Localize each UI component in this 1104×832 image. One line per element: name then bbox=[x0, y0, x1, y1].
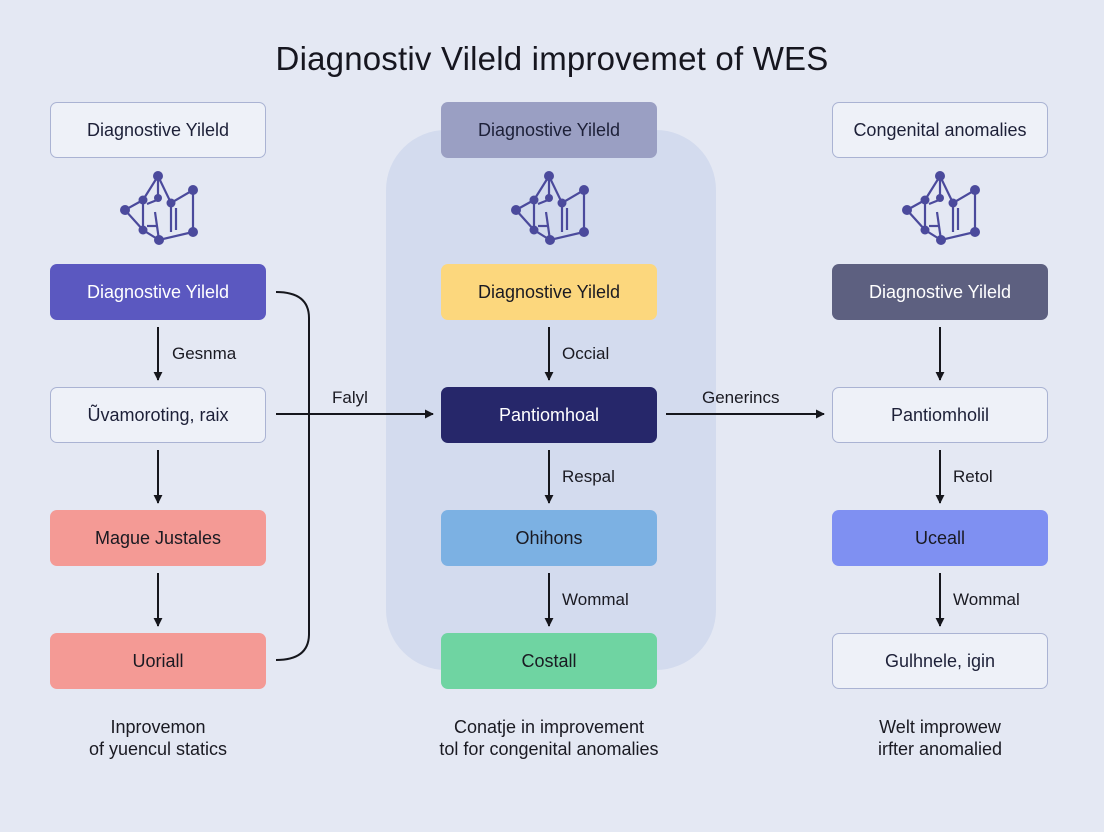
right-arrow-label-1: Retol bbox=[953, 467, 993, 486]
middle-node-1-label: Diagnostive Yileld bbox=[477, 281, 621, 302]
left-header-label: Diagnostive Yileld bbox=[86, 119, 230, 140]
right-node-4: Gulhnele, igin bbox=[832, 633, 1048, 689]
middle-node-2-label: Pantiomhoal bbox=[498, 404, 600, 425]
left-caption-line-2: of yuencul statics bbox=[88, 739, 228, 759]
left-node-4: Uoriall bbox=[50, 633, 266, 689]
middle-node-4: Costall bbox=[441, 633, 657, 689]
right-caption-line-1: Welt improwew bbox=[879, 717, 1001, 737]
left-caption: Inprovemon of yuencul statics bbox=[8, 716, 308, 760]
left-node-3: Mague Justales bbox=[50, 510, 266, 566]
right-arrow-label-2: Wommal bbox=[953, 590, 1020, 609]
left-node-3-label: Mague Justales bbox=[94, 527, 222, 548]
right-node-3: Uceall bbox=[832, 510, 1048, 566]
middle-node-4-label: Costall bbox=[521, 650, 577, 671]
left-arrow-label-1: Gesnma bbox=[172, 344, 237, 363]
middle-caption-line-2: tol for congenital anomalies bbox=[439, 739, 659, 759]
molecule-icon bbox=[902, 171, 980, 245]
left-bracket bbox=[275, 291, 310, 661]
left-header-box: Diagnostive Yileld bbox=[50, 102, 266, 158]
left-node-1-label: Diagnostive Yileld bbox=[86, 281, 230, 302]
right-header-box: Congenital anomalies bbox=[832, 102, 1048, 158]
right-node-1: Diagnostive Yileld bbox=[832, 264, 1048, 320]
diagram-title: Diagnostiv Vileld improvemet of WES bbox=[275, 40, 829, 77]
left-node-4-label: Uoriall bbox=[132, 650, 184, 671]
right-header-label: Congenital anomalies bbox=[853, 119, 1027, 140]
left-node-2: Ũvamoroting, raix bbox=[50, 387, 266, 443]
right-node-4-label: Gulhnele, igin bbox=[884, 650, 996, 671]
middle-caption-line-1: Conatje in improvement bbox=[453, 717, 645, 737]
middle-arrow-label-1: Occial bbox=[562, 344, 610, 363]
middle-arrow-label-2: Respal bbox=[562, 467, 615, 486]
right-node-2: Pantiomholil bbox=[832, 387, 1048, 443]
middle-header-box: Diagnostive Yileld bbox=[441, 102, 657, 158]
right-caption-line-2: irfter anomalied bbox=[877, 739, 1003, 759]
right-node-2-label: Pantiomholil bbox=[890, 404, 990, 425]
middle-header-label: Diagnostive Yileld bbox=[477, 119, 621, 140]
left-node-2-label: Ũvamoroting, raix bbox=[87, 404, 229, 425]
right-node-3-label: Uceall bbox=[914, 527, 966, 548]
right-caption: Welt improwew irfter anomalied bbox=[790, 716, 1090, 760]
left-node-1: Diagnostive Yileld bbox=[50, 264, 266, 320]
molecule-icon bbox=[511, 171, 589, 245]
left-caption-line-1: Inprovemon bbox=[110, 717, 206, 737]
middle-node-3-label: Ohihons bbox=[515, 527, 583, 548]
middle-caption: Conatje in improvement tol for congenita… bbox=[399, 716, 699, 760]
right-node-1-label: Diagnostive Yileld bbox=[868, 281, 1012, 302]
middle-to-right-label: Generincs bbox=[702, 388, 780, 407]
middle-node-2: Pantiomhoal bbox=[441, 387, 657, 443]
left-to-middle-label: Falyl bbox=[332, 388, 368, 407]
middle-node-3: Ohihons bbox=[441, 510, 657, 566]
molecule-icon bbox=[120, 171, 198, 245]
middle-node-1: Diagnostive Yileld bbox=[441, 264, 657, 320]
middle-arrow-label-3: Wommal bbox=[562, 590, 629, 609]
